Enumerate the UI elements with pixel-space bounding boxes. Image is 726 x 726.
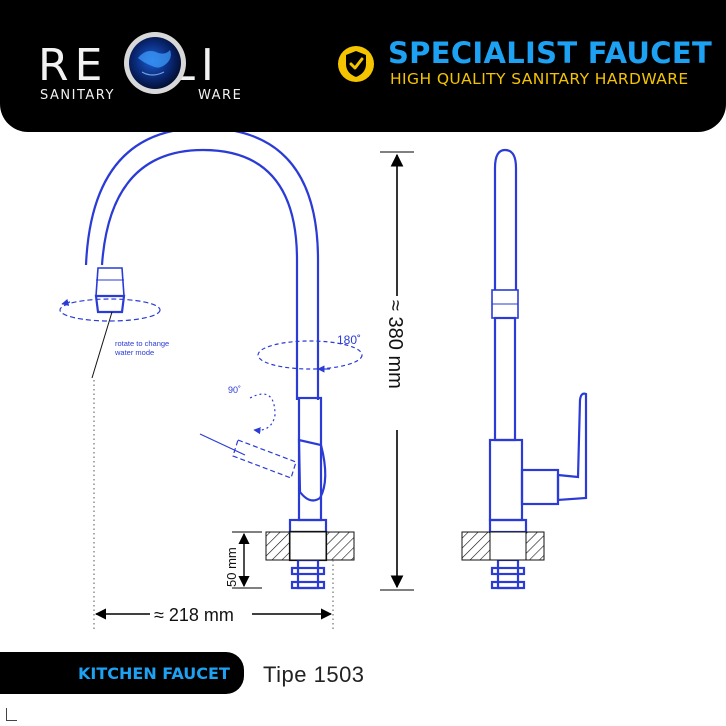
faucet-technical-drawing: 180˚ 90˚ rotate to change water mode ≈ 2… bbox=[59, 132, 588, 632]
header-subtitle: HIGH QUALITY SANITARY HARDWARE bbox=[390, 70, 689, 88]
countertop-side bbox=[461, 531, 545, 561]
footer-category-bar bbox=[0, 652, 244, 694]
height-dimension bbox=[380, 151, 414, 591]
brand-left: RE bbox=[38, 40, 109, 91]
handle-rotation-indicator bbox=[199, 393, 297, 479]
faucet-side-view bbox=[488, 148, 588, 590]
width-label: ≈ 218 mm bbox=[154, 605, 234, 625]
spout-rotation-label: 180˚ bbox=[337, 333, 361, 347]
brand-sub-left: SANITARY bbox=[40, 88, 115, 103]
footer-type: Tipe 1503 bbox=[263, 662, 365, 687]
base-height-dimension bbox=[232, 531, 262, 589]
countertop-front bbox=[265, 531, 355, 561]
height-label: ≈ 380 mm bbox=[384, 300, 406, 389]
base-height-label: 50 mm bbox=[224, 547, 239, 587]
handle-rotation-label: 90˚ bbox=[228, 385, 241, 395]
spray-note-line1: rotate to change bbox=[115, 339, 169, 348]
quality-shield-icon bbox=[338, 46, 374, 82]
header-title: SPECIALIST FAUCET bbox=[388, 36, 713, 70]
corner-mark bbox=[6, 708, 17, 721]
brand-sub-right: WARE bbox=[198, 88, 243, 103]
footer-category: KITCHEN FAUCET bbox=[78, 664, 230, 683]
spray-note-line2: water mode bbox=[114, 348, 154, 357]
logo-globe-icon bbox=[124, 32, 186, 94]
faucet-front-view bbox=[84, 132, 328, 590]
spray-rotation-arrow bbox=[59, 298, 161, 379]
spout-rotation-arrow bbox=[257, 340, 363, 373]
